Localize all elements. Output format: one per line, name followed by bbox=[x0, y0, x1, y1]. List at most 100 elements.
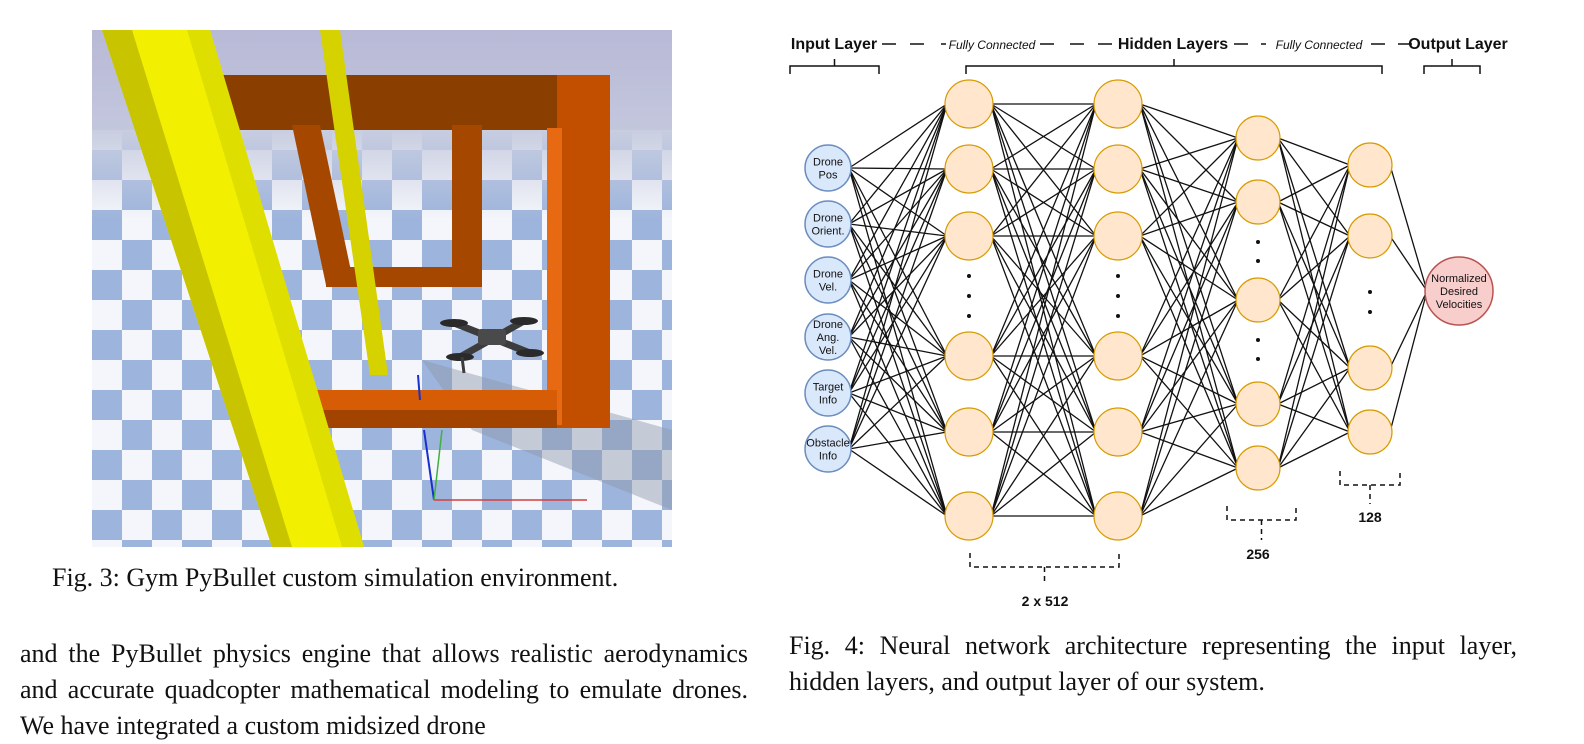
connection-edge bbox=[1277, 367, 1351, 469]
connection-edge bbox=[1139, 103, 1239, 301]
input-node bbox=[804, 425, 852, 473]
connection-edge bbox=[990, 235, 1097, 357]
input-node bbox=[804, 313, 852, 361]
ellipsis-dot bbox=[1116, 314, 1120, 318]
network-diagram: DronePosDroneOrient.DroneVel.DroneAng.Ve… bbox=[789, 36, 1508, 609]
connection-edge bbox=[990, 103, 1097, 433]
hidden-node bbox=[944, 79, 994, 129]
connection-edge bbox=[848, 336, 948, 357]
nodes: DronePosDroneOrient.DroneVel.DroneAng.Ve… bbox=[804, 79, 1494, 541]
hidden-node bbox=[1093, 407, 1143, 457]
ellipsis-dot bbox=[1256, 259, 1260, 263]
quadcopter-drone bbox=[440, 317, 544, 374]
connection-edge bbox=[1277, 367, 1351, 405]
input-layer-header: Input Layer bbox=[791, 36, 877, 53]
hidden-256-bracket bbox=[1226, 506, 1297, 540]
connection-edge bbox=[990, 168, 1097, 433]
connection-edge bbox=[1139, 201, 1239, 357]
connection-edge bbox=[990, 355, 1097, 433]
connection-edge bbox=[1389, 290, 1428, 369]
input-node bbox=[804, 369, 852, 417]
connection-edge bbox=[1139, 201, 1239, 237]
connection-edge bbox=[1139, 355, 1239, 405]
input-node-label: Pos bbox=[819, 170, 838, 182]
connection-edge bbox=[1277, 164, 1351, 469]
ellipsis-dot bbox=[967, 274, 971, 278]
connection-edge bbox=[848, 103, 948, 338]
connection-edge bbox=[848, 279, 948, 433]
connection-edge bbox=[848, 167, 948, 170]
input-node-label: Orient. bbox=[811, 226, 844, 238]
hidden-node bbox=[1093, 211, 1143, 261]
connection-edge bbox=[848, 223, 948, 237]
ellipsis-dot bbox=[1116, 294, 1120, 298]
connection-edge bbox=[990, 431, 1097, 517]
hidden-node bbox=[944, 144, 994, 194]
fully-connected-label: Fully Connected bbox=[1276, 38, 1363, 52]
input-node-label: Drone bbox=[813, 213, 843, 225]
connection-edge bbox=[848, 235, 948, 338]
connection-edge bbox=[1139, 137, 1239, 357]
input-node bbox=[804, 144, 852, 192]
input-node-label: Info bbox=[819, 451, 837, 463]
hidden-node bbox=[1235, 381, 1281, 427]
connection-edge bbox=[1139, 235, 1239, 405]
connection-edge bbox=[1277, 164, 1351, 301]
hidden-node bbox=[1347, 345, 1393, 391]
connection-edge bbox=[1277, 164, 1351, 203]
connection-edge bbox=[1277, 235, 1351, 405]
connection-edge bbox=[1139, 355, 1239, 469]
hidden-node bbox=[1235, 179, 1281, 225]
thin-yellow-pole bbox=[320, 30, 388, 375]
connection-edge bbox=[990, 168, 1097, 357]
connection-edge bbox=[1139, 103, 1239, 139]
connection-edge bbox=[1277, 235, 1351, 469]
connection-edge bbox=[1139, 235, 1239, 469]
connection-edge bbox=[1277, 164, 1351, 405]
connection-edge bbox=[1139, 168, 1239, 301]
input-node bbox=[804, 200, 852, 248]
large-yellow-pole bbox=[102, 30, 364, 547]
connection-edge bbox=[848, 103, 948, 394]
fig3-caption: Fig. 3: Gym PyBullet custom simulation e… bbox=[52, 563, 619, 592]
hidden-node bbox=[1235, 277, 1281, 323]
connection-edge bbox=[1139, 137, 1239, 170]
connection-edge bbox=[1139, 137, 1239, 517]
connection-edge bbox=[848, 103, 948, 225]
connection-edge bbox=[848, 431, 948, 450]
connection-edge bbox=[990, 103, 1097, 237]
body-paragraph: and the PyBullet physics engine that all… bbox=[20, 639, 748, 740]
connection-edge bbox=[1277, 137, 1351, 369]
connection-edge bbox=[990, 168, 1097, 517]
connection-edge bbox=[1139, 403, 1239, 433]
connection-edge bbox=[1139, 137, 1239, 237]
input-node-label: Drone bbox=[813, 319, 843, 331]
connections bbox=[848, 103, 1428, 517]
hidden-layers-header: Hidden Layers bbox=[1118, 36, 1228, 53]
connection-edge bbox=[848, 392, 948, 517]
connection-edge bbox=[848, 355, 948, 450]
connection-edge bbox=[848, 167, 948, 357]
ellipsis-dot bbox=[1256, 338, 1260, 342]
connection-edge bbox=[848, 355, 948, 394]
connection-edge bbox=[1139, 403, 1239, 517]
simulation-environment-figure bbox=[92, 30, 672, 547]
connection-edge bbox=[1139, 299, 1239, 433]
axis-marker bbox=[417, 374, 421, 401]
output-layer-bracket bbox=[1423, 59, 1481, 74]
output-node-label: Normalized bbox=[1431, 273, 1487, 285]
connection-edge bbox=[1139, 467, 1239, 517]
connection-edge bbox=[848, 103, 948, 169]
connection-edge bbox=[1277, 201, 1351, 237]
input-node-label: Vel. bbox=[819, 282, 837, 294]
hidden-node bbox=[944, 407, 994, 457]
simulation-render bbox=[92, 30, 672, 547]
connection-edge bbox=[990, 235, 1097, 517]
connection-edge bbox=[1389, 164, 1428, 292]
connection-edge bbox=[848, 103, 948, 450]
hidden-256-size-label: 256 bbox=[1246, 546, 1270, 562]
connection-edge bbox=[848, 168, 948, 394]
z-axis bbox=[423, 429, 435, 501]
input-node-label: Info bbox=[819, 395, 837, 407]
